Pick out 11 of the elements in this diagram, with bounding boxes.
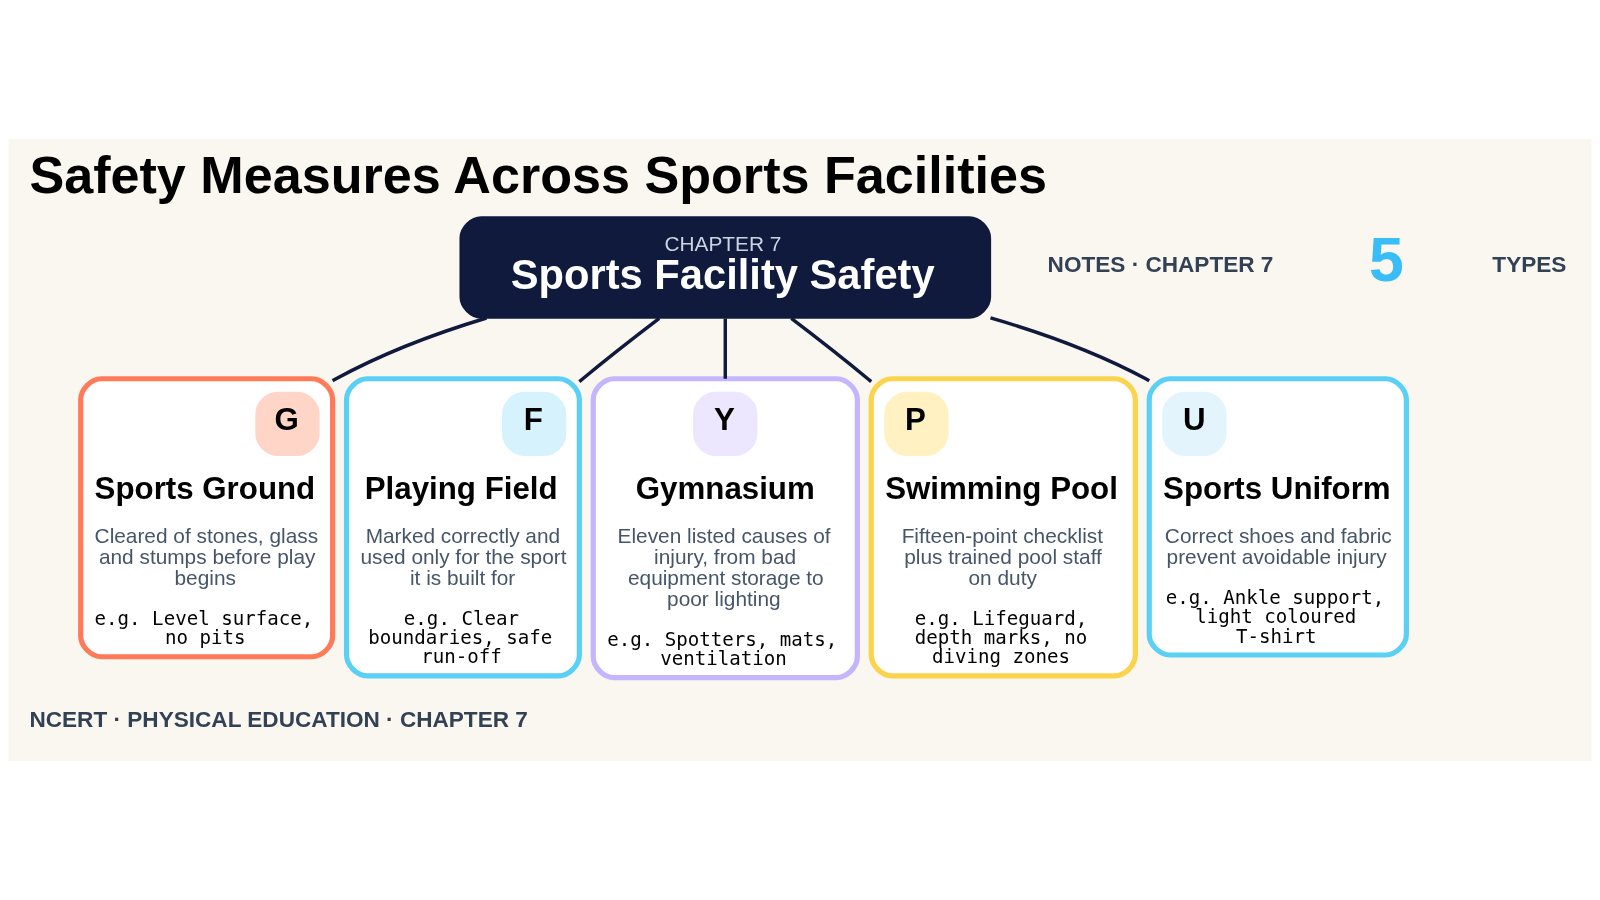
connector bbox=[723, 318, 728, 379]
connector bbox=[578, 317, 661, 383]
connector bbox=[990, 316, 1151, 383]
label: 5 bbox=[1369, 224, 1404, 295]
node-box: CHAPTER 7 Sports Facility Safety bbox=[459, 216, 992, 319]
label: NCERT · PHYSICAL EDUCATION · CHAPTER 7 bbox=[29, 706, 528, 732]
diagram-title: Safety Measures Across Sports Facilities bbox=[29, 145, 1047, 204]
connector bbox=[331, 316, 487, 383]
label: NOTES · CHAPTER 7 bbox=[1047, 251, 1274, 277]
label: TYPES bbox=[1492, 251, 1567, 277]
connector bbox=[790, 317, 873, 383]
